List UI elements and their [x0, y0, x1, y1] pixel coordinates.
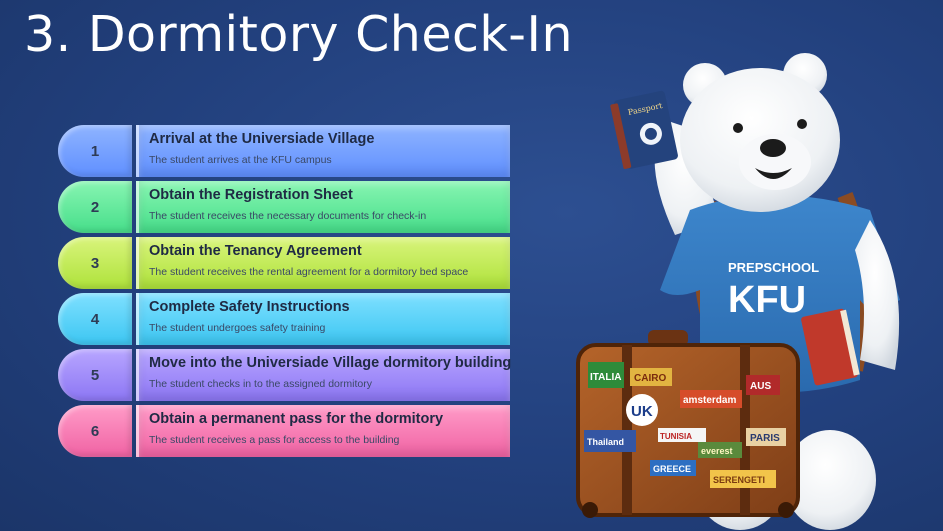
shirt-line2: KFU [728, 279, 806, 321]
step-1: 1 Arrival at the Universiade Village The… [58, 125, 510, 177]
step-4: 4 Complete Safety Instructions The stude… [58, 293, 510, 345]
step-number: 3 [58, 237, 132, 289]
step-heading: Arrival at the Universiade Village [149, 131, 375, 147]
step-number: 4 [58, 293, 132, 345]
step-content: Obtain the Tenancy Agreement The student… [136, 237, 510, 289]
step-heading: Obtain the Tenancy Agreement [149, 243, 362, 259]
sticker-serengeti: SERENGETI [713, 475, 765, 485]
suitcase-stickers: ITALIA CAIRO UK amsterdam AUS TUNISIA Th… [584, 362, 786, 488]
sticker-tunisia: TUNISIA [660, 432, 692, 441]
step-6: 6 Obtain a permanent pass for the dormit… [58, 405, 510, 457]
step-heading: Obtain a permanent pass for the dormitor… [149, 411, 444, 427]
step-number: 1 [58, 125, 132, 177]
sticker-amsterdam: amsterdam [683, 395, 736, 406]
step-content: Obtain a permanent pass for the dormitor… [136, 405, 510, 457]
step-detail: The student undergoes safety training [149, 322, 326, 334]
bear-head [680, 53, 840, 212]
step-content: Obtain the Registration Sheet The studen… [136, 181, 510, 233]
step-number: 5 [58, 349, 132, 401]
step-heading: Obtain the Registration Sheet [149, 187, 353, 203]
sticker-paris: PARIS [750, 433, 780, 444]
sticker-thailand: Thailand [587, 437, 624, 447]
step-detail: The student arrives at the KFU campus [149, 154, 332, 166]
step-number: 2 [58, 181, 132, 233]
step-detail: The student receives the necessary docum… [149, 210, 427, 222]
shirt-line1: PREPSCHOOL [728, 260, 819, 275]
sticker-italia: ITALIA [590, 372, 621, 383]
red-book-icon [801, 308, 860, 386]
step-content: Complete Safety Instructions The student… [136, 293, 510, 345]
slide-title: 3. Dormitory Check-In [24, 6, 573, 63]
sticker-everest: everest [701, 446, 733, 456]
sticker-greece: GREECE [653, 464, 691, 474]
bear-right-arm [855, 220, 900, 370]
step-detail: The student checks in to the assigned do… [149, 378, 372, 390]
step-heading: Complete Safety Instructions [149, 299, 350, 315]
step-content: Arrival at the Universiade Village The s… [136, 125, 510, 177]
passport-icon: Passport [610, 90, 678, 169]
sticker-cairo: CAIRO [634, 373, 666, 384]
step-content: Move into the Universiade Village dormit… [136, 349, 512, 401]
step-2: 2 Obtain the Registration Sheet The stud… [58, 181, 510, 233]
step-3: 3 Obtain the Tenancy Agreement The stude… [58, 237, 510, 289]
polar-bear-mascot-illustration: Passport PREPSCHOOL KFU ITALIA CAIRO UK [576, 53, 900, 530]
sticker-aus: AUS [750, 381, 771, 392]
step-detail: The student receives the rental agreemen… [149, 266, 469, 278]
step-detail: The student receives a pass for access t… [149, 434, 400, 446]
sticker-uk: UK [631, 403, 653, 420]
step-number: 6 [58, 405, 132, 457]
step-heading: Move into the Universiade Village dormit… [149, 355, 512, 371]
step-5: 5 Move into the Universiade Village dorm… [58, 349, 512, 401]
suitcase-icon: ITALIA CAIRO UK amsterdam AUS TUNISIA Th… [576, 330, 800, 518]
